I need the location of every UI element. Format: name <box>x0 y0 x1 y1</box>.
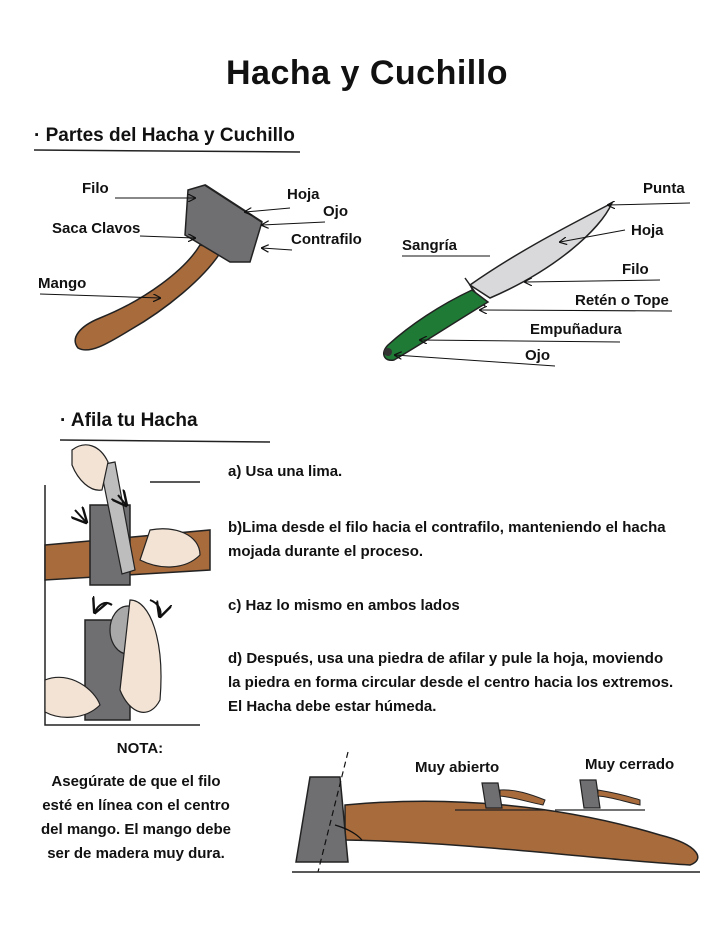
angle-label-closed: Muy cerrado <box>585 756 675 773</box>
sharpening-illustration <box>44 444 211 726</box>
axe-label-hoja: Hoja <box>287 186 320 203</box>
angle-label-open: Muy abierto <box>415 759 500 776</box>
knife-label-empunadura: Empuñadura <box>530 321 622 338</box>
knife-label-ojo: Ojo <box>525 347 550 364</box>
axe-label-mango: Mango <box>38 275 87 292</box>
angle-illustration <box>292 751 700 873</box>
step-b: b)Lima desde el filo hacia el contrafilo… <box>228 519 666 560</box>
axe-label-ojo: Ojo <box>323 203 348 220</box>
note-text: Asegúrate de que el filo esté en línea c… <box>40 773 232 862</box>
axe-illustration <box>74 184 263 351</box>
step-c: c) Haz lo mismo en ambos lados <box>228 597 460 614</box>
knife-label-sangria: Sangría <box>402 237 458 254</box>
note-heading: NOTA: <box>116 740 164 757</box>
knife-illustration <box>383 201 614 362</box>
knife-label-reten: Retén o Tope <box>575 292 669 309</box>
section-heading-sharpen: · Afila tu Hacha <box>60 410 198 431</box>
knife-label-hoja: Hoja <box>631 222 664 239</box>
knife-label-punta: Punta <box>643 180 685 197</box>
section-heading-parts: · Partes del Hacha y Cuchillo <box>34 125 295 146</box>
page-title: Hacha y Cuchillo <box>226 54 508 92</box>
step-d: d) Después, usa una piedra de afilar y p… <box>228 650 674 715</box>
knife-label-filo: Filo <box>622 261 649 278</box>
step-a: a) Usa una lima. <box>228 463 343 480</box>
axe-label-contrafilo: Contrafilo <box>291 231 362 248</box>
axe-label-saca-clavos: Saca Clavos <box>52 220 141 237</box>
axe-label-filo: Filo <box>82 180 109 197</box>
